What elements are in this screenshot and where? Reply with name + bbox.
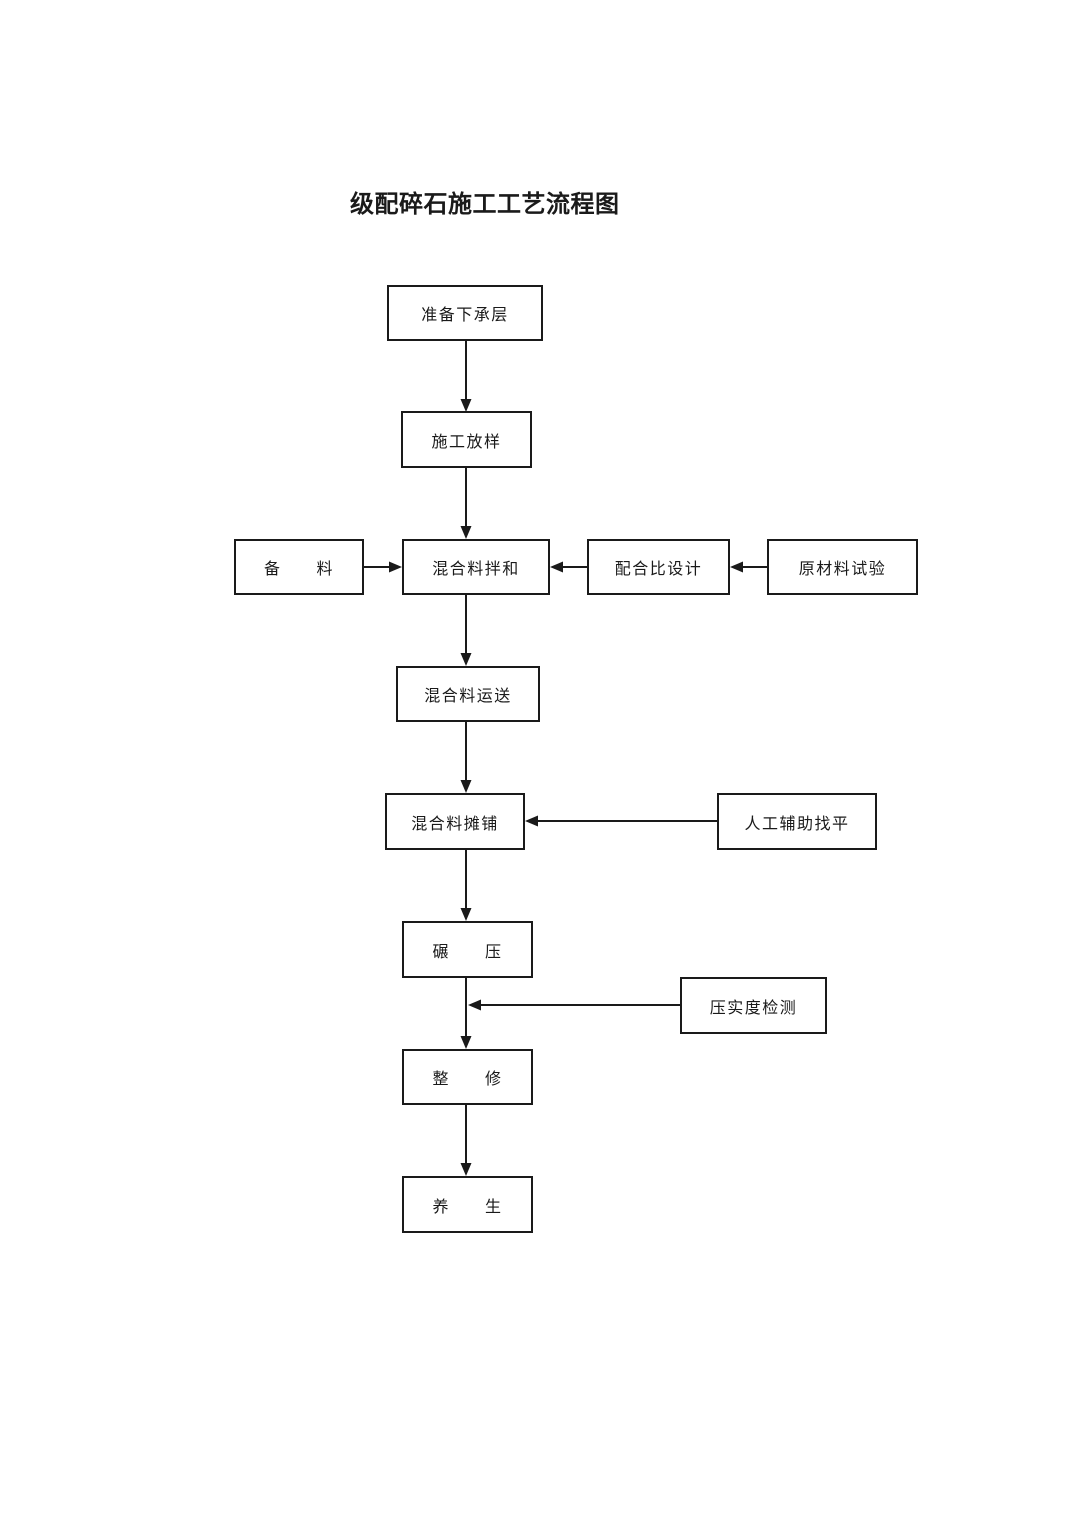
node-curing: 养 生 bbox=[402, 1176, 533, 1233]
arrow-layout-to-mixing bbox=[460, 468, 472, 539]
node-label: 配合比设计 bbox=[614, 561, 703, 578]
node-trimming: 整 修 bbox=[402, 1049, 533, 1105]
arrow-rolling-to-trimming bbox=[460, 978, 472, 1049]
arrow-mixing-to-transport bbox=[460, 595, 472, 666]
node-label: 碾 压 bbox=[432, 943, 503, 961]
node-label: 准备下承层 bbox=[421, 307, 509, 324]
node-rolling-compaction: 碾 压 bbox=[402, 921, 533, 978]
node-label: 混合料摊铺 bbox=[411, 815, 499, 833]
node-manual-assisted-leveling: 人工辅助找平 bbox=[717, 793, 877, 850]
arrow-paving-to-rolling bbox=[460, 850, 472, 921]
arrow-leveling-to-paving bbox=[525, 815, 717, 827]
node-raw-material-test: 原材料试验 bbox=[767, 539, 918, 595]
node-label: 整 修 bbox=[432, 1071, 503, 1088]
node-label: 混合料拌和 bbox=[432, 561, 520, 578]
arrow-transport-to-paving bbox=[460, 722, 472, 793]
node-mixture-paving: 混合料摊铺 bbox=[385, 793, 525, 850]
node-label: 压实度检测 bbox=[709, 999, 798, 1017]
node-label: 混合料运送 bbox=[424, 688, 512, 705]
node-label: 施工放样 bbox=[431, 433, 502, 451]
node-mixture-transport: 混合料运送 bbox=[396, 666, 540, 722]
arrow-trimming-to-curing bbox=[460, 1105, 472, 1176]
node-label: 人工辅助找平 bbox=[744, 815, 850, 833]
node-prepare-subbase: 准备下承层 bbox=[387, 285, 543, 341]
arrow-raw-test-to-mix-design bbox=[730, 561, 767, 573]
node-material-preparation: 备 料 bbox=[234, 539, 364, 595]
arrow-material-prep-to-mixing bbox=[364, 561, 402, 573]
node-mix-ratio-design: 配合比设计 bbox=[587, 539, 730, 595]
node-compaction-degree-test: 压实度检测 bbox=[680, 977, 827, 1034]
arrow-prepare-to-layout bbox=[460, 341, 472, 412]
arrow-mix-design-to-mixing bbox=[550, 561, 587, 573]
node-label: 原材料试验 bbox=[798, 561, 887, 578]
arrow-compaction-test-to-flowline bbox=[468, 999, 680, 1011]
node-label: 备 料 bbox=[263, 561, 334, 578]
node-mixture-mixing: 混合料拌和 bbox=[402, 539, 550, 595]
node-label: 养 生 bbox=[432, 1198, 503, 1216]
diagram-title: 级配碎石施工工艺流程图 bbox=[350, 192, 620, 218]
node-construction-layout: 施工放样 bbox=[401, 411, 532, 468]
